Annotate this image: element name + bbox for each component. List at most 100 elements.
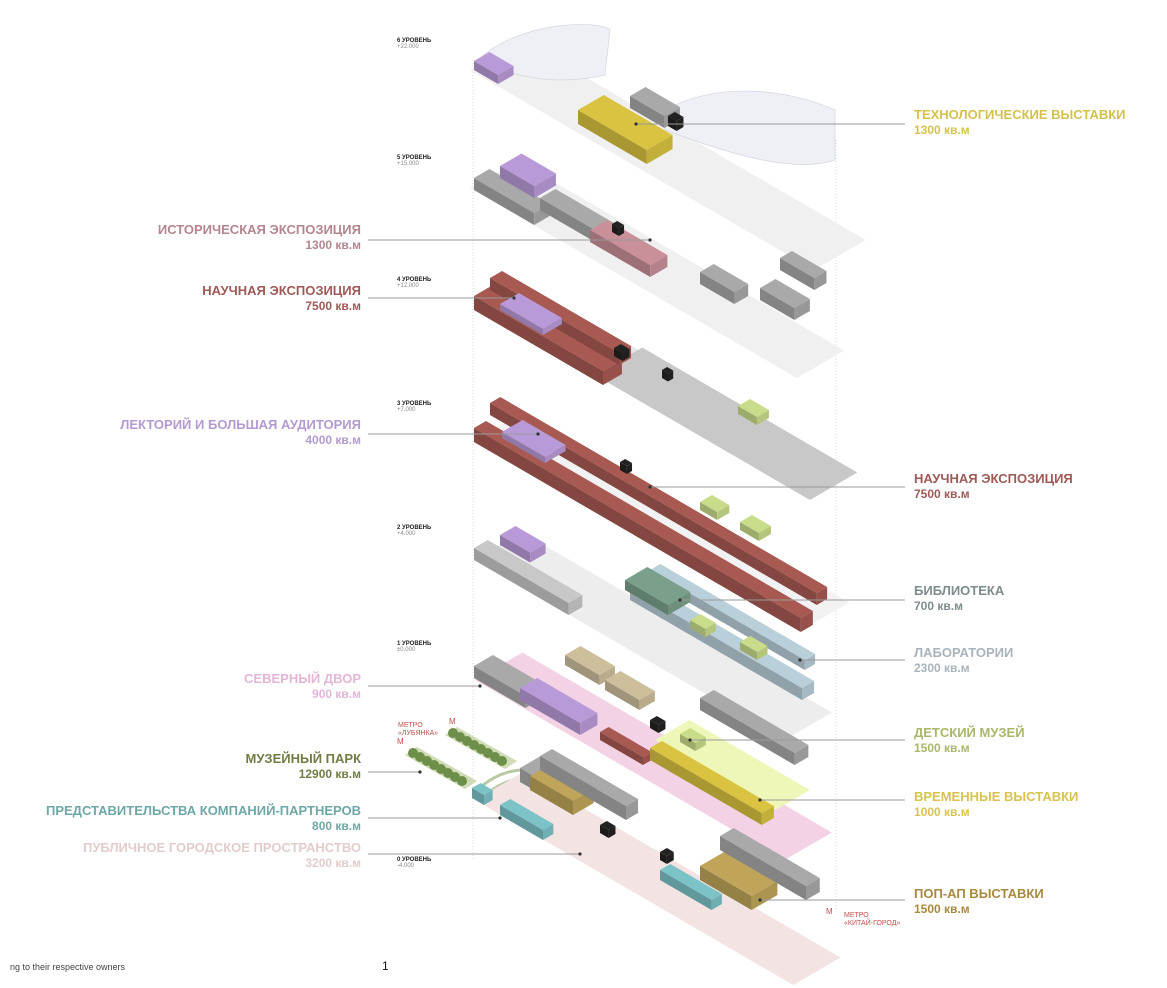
leader-public-urban-space-dot — [578, 852, 582, 856]
level1-core-side — [650, 720, 659, 733]
metro-lubyanka-icon-2: M — [397, 737, 404, 746]
leader-library-dot — [678, 598, 682, 602]
level4-purple-end — [543, 318, 562, 335]
level5-grey-east-side — [700, 272, 735, 304]
level4-core-side — [614, 348, 623, 361]
level5-historical-top — [590, 220, 668, 265]
level3-lime-2-top — [740, 515, 771, 533]
leader-science-exposition-right-dot — [648, 485, 652, 489]
footer-copyright-note: ng to their respective owners — [10, 962, 126, 972]
level6-purple-block-end — [498, 66, 514, 84]
level1-purple-top — [520, 678, 598, 723]
level5-core-top — [612, 221, 625, 228]
level1-grey-east-side — [700, 698, 795, 765]
level1-temporary-exhibitions-end — [761, 806, 774, 825]
level-name: 3 УРОВЕНЬ — [397, 401, 432, 407]
level1-purple-end — [580, 713, 598, 735]
level3-lecture-hall-top — [502, 420, 566, 457]
level-name: 1 УРОВЕНЬ — [397, 641, 432, 647]
level-marker-1: 1 УРОВЕНЬ±0.000 — [397, 641, 431, 653]
level1-temporary-exhibitions-side — [650, 748, 762, 825]
label-area: 1500 кв.м — [914, 741, 970, 756]
level5-grey-north-side — [780, 258, 815, 290]
level5-grey-east2-side — [760, 288, 795, 320]
metro-word: МЕТРО — [398, 722, 423, 729]
leader-temporary-exhibitions-dot — [758, 798, 762, 802]
level4-purple-top — [500, 293, 562, 329]
level4-lime-block-top — [738, 399, 769, 417]
level6-tech-exhibitions-side — [578, 110, 647, 164]
level-elevation: +7.000 — [397, 407, 416, 413]
level0-slab — [475, 772, 841, 985]
label-title: НАУЧНАЯ ЭКСПОЗИЦИЯ — [202, 283, 361, 298]
metro-lubyanka-label: МЕТРО«ЛУБЯНКА» — [398, 722, 438, 739]
level5-purple-ring-end — [534, 173, 556, 198]
level2-lime-2-top — [740, 636, 768, 652]
metro-station: «КИТАЙ-ГОРОД» — [844, 920, 901, 928]
level1-grey-east-top — [700, 690, 809, 753]
level-marker-2: 2 УРОВЕНЬ+4.000 — [397, 525, 431, 537]
metro-kitay-gorod-icon: M — [826, 907, 833, 916]
label-title: ПОП-АП ВЫСТАВКИ — [914, 886, 1044, 901]
level0-core2-end — [666, 852, 674, 864]
level0-core-top — [600, 821, 616, 830]
level2-grey-west-top — [474, 540, 583, 603]
level0-popup-exhibitions-side — [700, 866, 752, 910]
leader-lecture-hall-dot — [536, 432, 540, 436]
level3-lime-1-side — [700, 502, 718, 520]
park-patch-south-tree — [457, 776, 467, 786]
level0-grey-row-top — [540, 749, 639, 806]
level3-lime-1-top — [700, 495, 730, 512]
leader-childrens-museum-dot — [688, 738, 692, 742]
level2-labs-north-top — [650, 564, 816, 660]
level5-grey-north-end — [814, 271, 827, 290]
level4-core-end — [622, 349, 630, 361]
level2-library-end — [668, 592, 691, 615]
level6-tech-exhibitions-end — [646, 135, 673, 164]
level1-tan-2-top — [605, 671, 655, 700]
level5-grey-east-end — [734, 284, 749, 304]
level6-core-top — [668, 112, 684, 121]
level0-teal-west-end — [484, 790, 493, 805]
metro-station: «ЛУБЯНКА» — [398, 730, 439, 738]
level-elevation: +12.000 — [397, 283, 419, 289]
page-number: 1 — [382, 959, 389, 973]
level4-purple-side — [500, 304, 543, 335]
level6-grey-block-side — [630, 96, 665, 128]
level3-red-north-side — [490, 403, 817, 605]
level1-red-bar-end — [643, 752, 652, 765]
level2-labs-south-side — [630, 588, 802, 700]
level1-tan-1-end — [599, 666, 615, 685]
label-title: ЛЕКТОРИЙ И БОЛЬШАЯ АУДИТОРИЯ — [120, 417, 361, 432]
level1-grey-west-side — [474, 666, 526, 708]
level5-grey-wing-side — [474, 178, 535, 225]
label-title: ВРЕМЕННЫЕ ВЫСТАВКИ — [914, 789, 1079, 804]
level1-purple-side — [520, 688, 581, 735]
label-area: 7500 кв.м — [914, 487, 970, 502]
label-title: НАУЧНАЯ ЭКСПОЗИЦИЯ — [914, 471, 1073, 486]
level5-grey-north-top — [780, 251, 827, 278]
level1-red-bar-side — [600, 732, 643, 765]
level4-core2-side — [662, 370, 669, 382]
level6-purple-block-top — [474, 52, 514, 75]
level2-library-side — [625, 580, 668, 615]
level0-popup-exhibitions-top — [700, 851, 778, 896]
level2-lime-1-side — [690, 620, 706, 637]
label-area: 7500 кв.м — [305, 299, 361, 314]
leader-popup-exhibitions-dot — [758, 898, 762, 902]
level-elevation: +4.000 — [397, 531, 416, 537]
level1-tan-1-top — [565, 646, 615, 675]
label-area: 900 кв.м — [312, 687, 361, 702]
level5-grey-east-top — [700, 264, 749, 292]
level4-lime-block-side — [738, 406, 757, 425]
level2-lime-2-end — [757, 646, 768, 660]
level0-core-side — [600, 825, 609, 838]
